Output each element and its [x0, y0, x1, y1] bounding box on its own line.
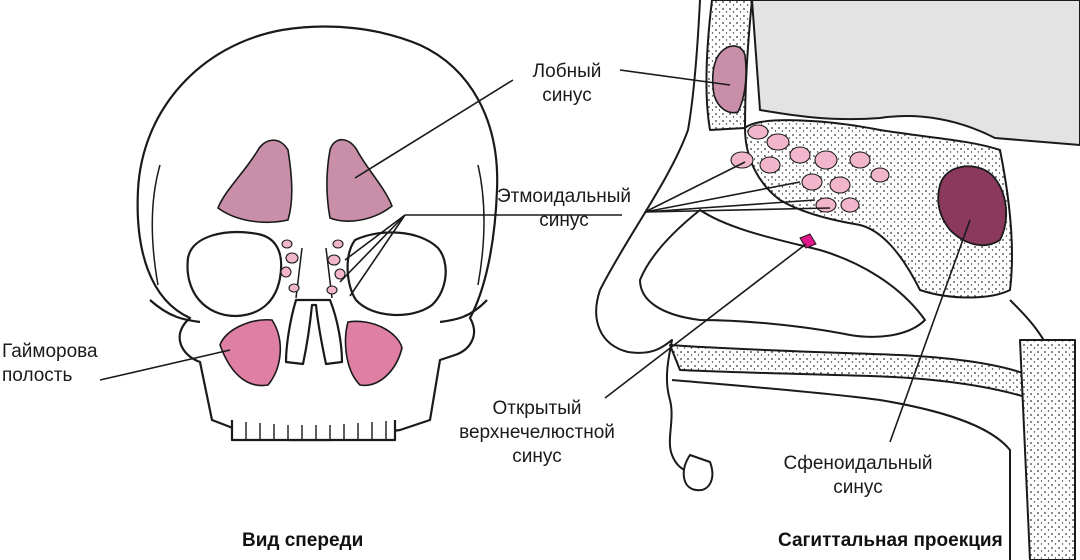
- teeth: [230, 420, 397, 442]
- skull-front-view: [136, 25, 499, 442]
- caption-sagittal-view: Сагиттальная проекция: [778, 530, 1003, 551]
- caption-front-view: Вид спереди: [242, 530, 364, 551]
- right-orbit: [346, 231, 447, 317]
- skull-outline: [136, 25, 499, 442]
- left-orbit: [186, 230, 283, 318]
- maxillary-sinus-front: [219, 319, 403, 387]
- ethmoid-sinus-front: [280, 239, 346, 295]
- label-open-maxillary-sinus: Открытый верхнечелюстной синус: [459, 398, 615, 467]
- label-maxillary-sinus: Гайморова полость: [2, 341, 98, 386]
- brain-region: [751, 0, 1080, 146]
- frontal-sinus-front: [217, 138, 393, 224]
- label-sphenoid-sinus: Сфеноидальный синус: [783, 453, 933, 498]
- sphenoid-sinus: [937, 165, 1007, 247]
- leader-lines: [99, 69, 971, 443]
- sagittal-view: [595, 0, 1080, 560]
- frontal-sinus-sagittal: [711, 45, 747, 114]
- label-frontal-sinus: Лобный синус: [532, 61, 602, 106]
- nasal-cavity: [284, 298, 344, 366]
- ethmoid-sinus-sagittal: [730, 124, 890, 213]
- label-ethmoid-sinus: Этмоидальный синус: [496, 186, 631, 231]
